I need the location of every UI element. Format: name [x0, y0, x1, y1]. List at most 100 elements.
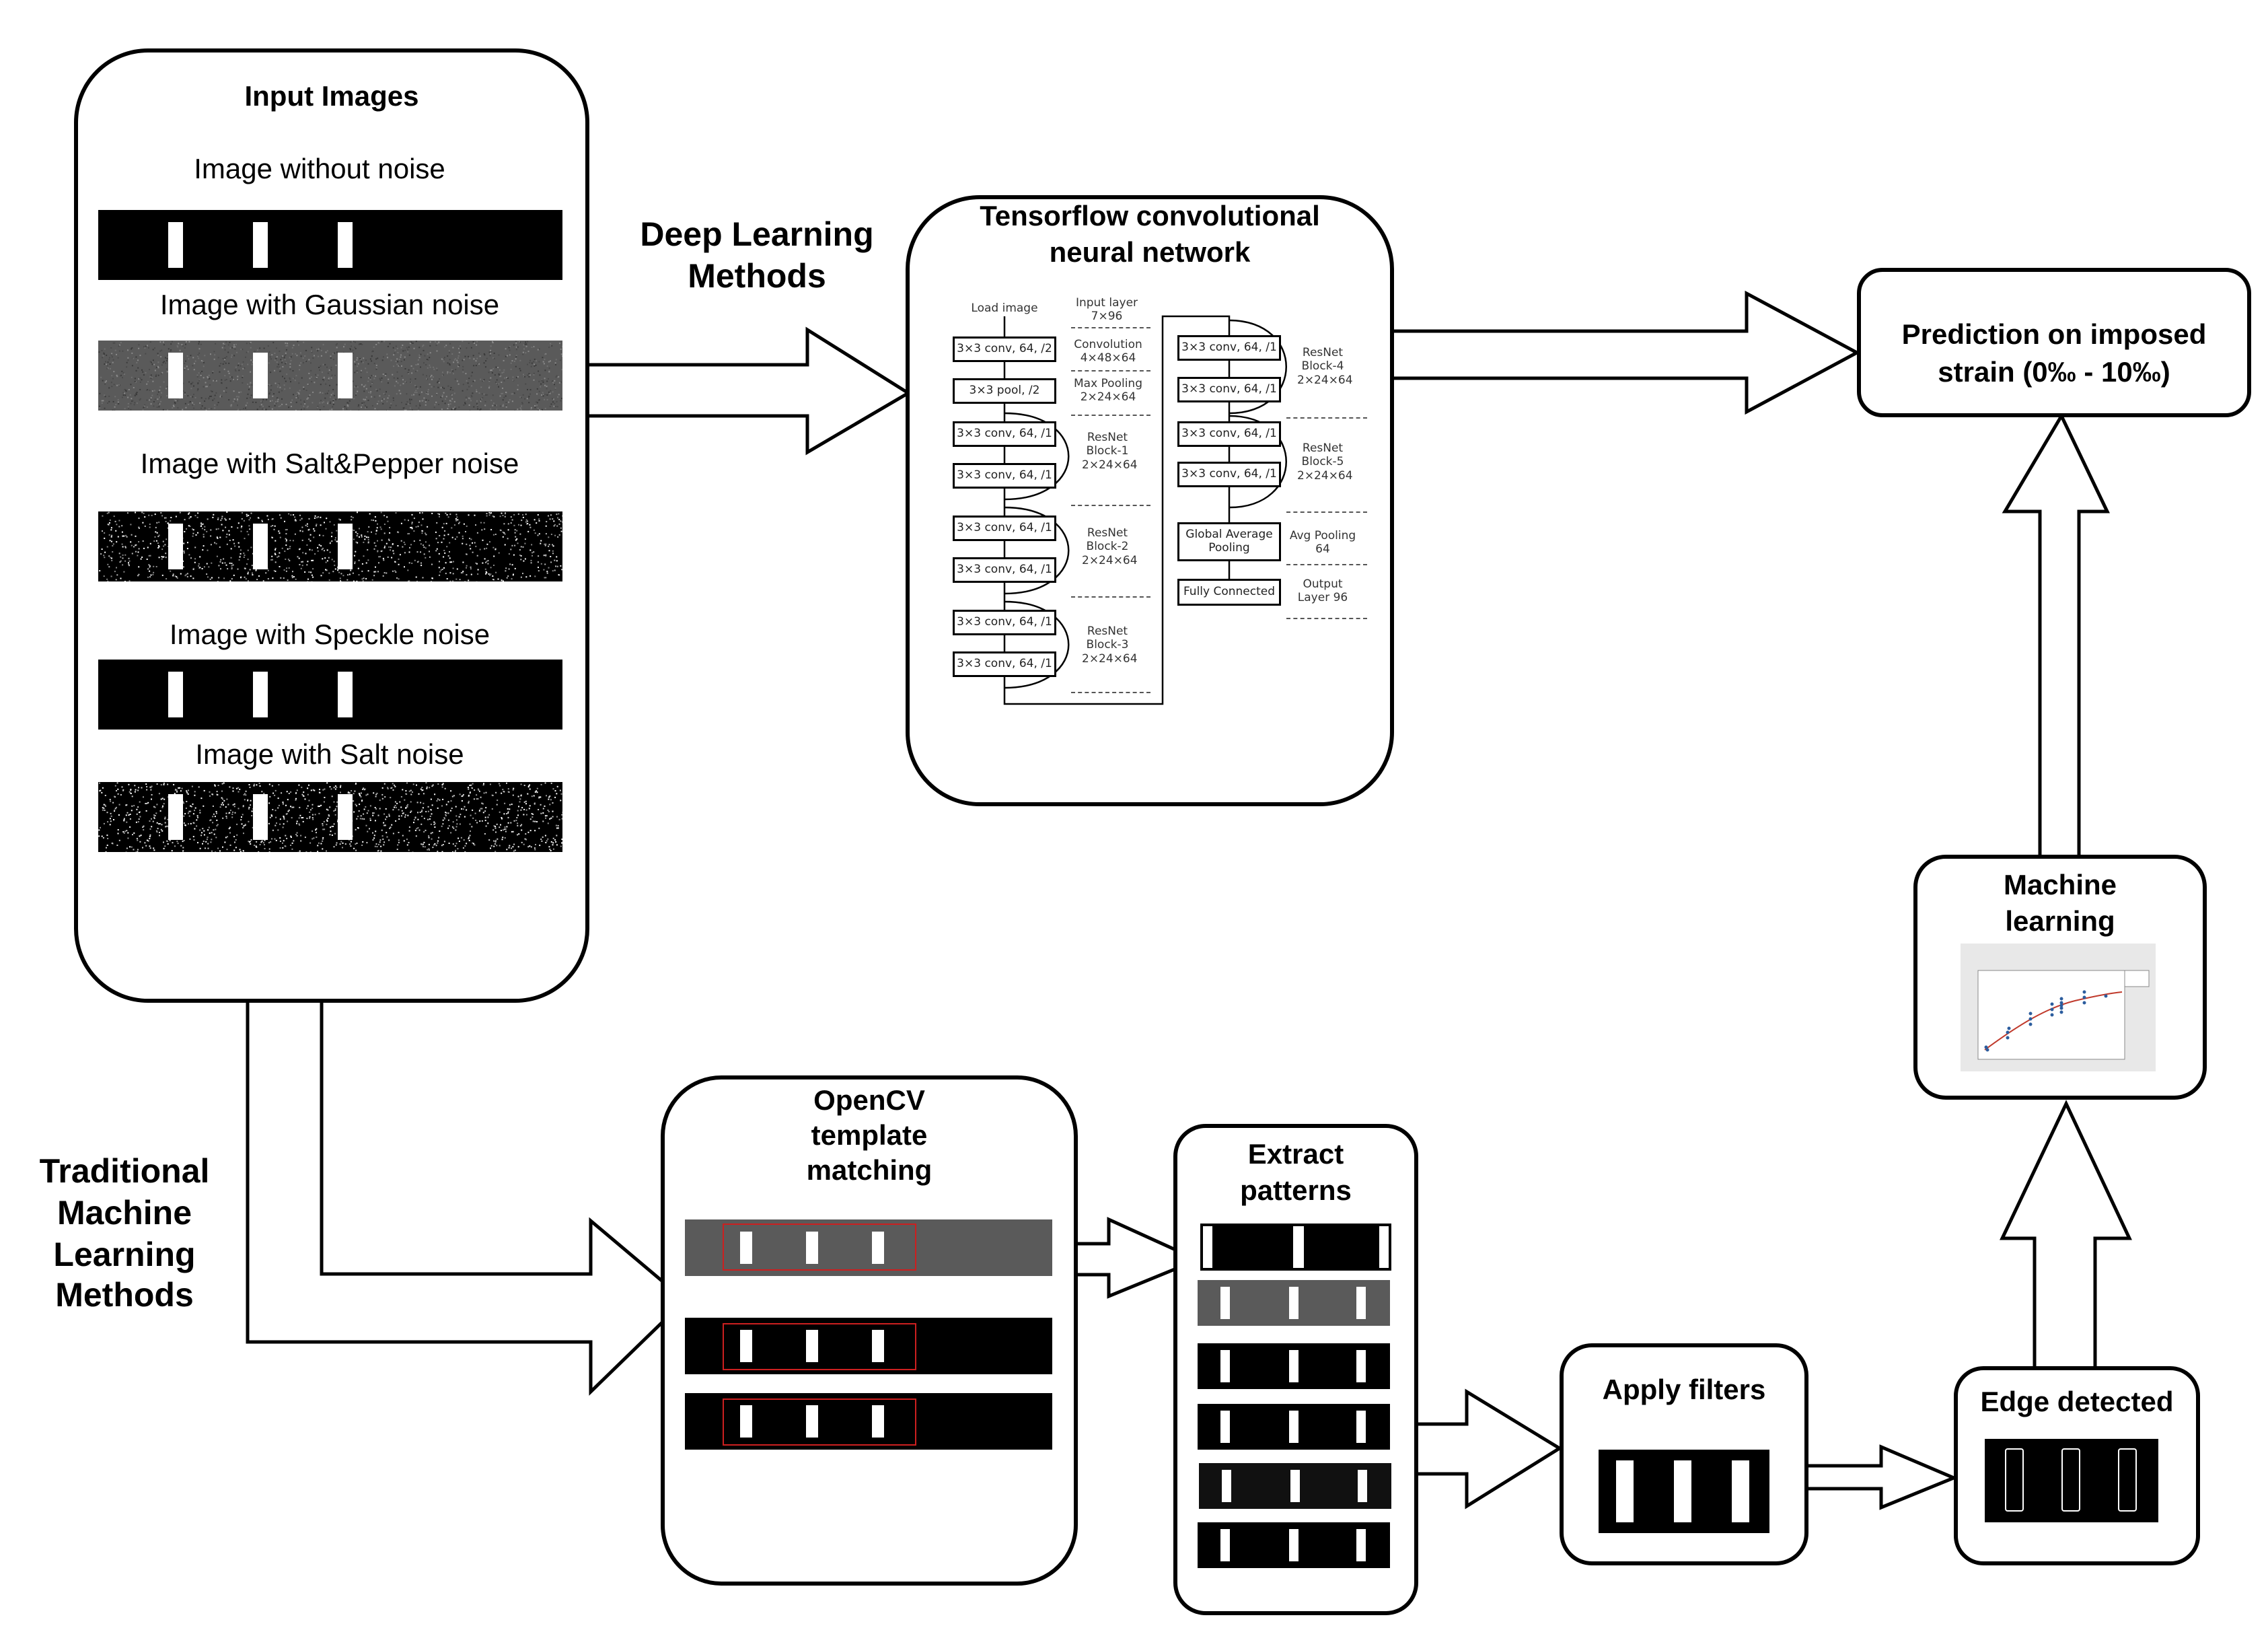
noise-dot [492, 367, 495, 369]
noise-dot [372, 812, 374, 814]
noise-dot [462, 572, 464, 573]
noise-dot [398, 359, 400, 361]
noise-dot [225, 341, 227, 343]
noise-dot [474, 812, 476, 814]
noise-dot [372, 839, 374, 841]
noise-dot [291, 347, 293, 349]
noise-dot [412, 343, 414, 344]
noise-dot [122, 564, 124, 566]
noise-dot [102, 530, 103, 532]
noise-dot [256, 841, 258, 843]
noise-dot [353, 538, 355, 540]
noise-dot [267, 345, 269, 347]
noise-dot [436, 548, 438, 550]
noise-dot [146, 399, 148, 401]
pattern-bar [872, 1232, 884, 1264]
noise-dot [279, 837, 281, 839]
noise-dot [330, 357, 332, 359]
noise-dot [193, 407, 195, 409]
noise-dot [166, 825, 168, 827]
noise-dot [163, 344, 165, 346]
noise-dot [490, 512, 491, 514]
noise-dot [445, 522, 447, 524]
noise-dot [308, 800, 310, 802]
noise-dot [333, 787, 335, 789]
noise-dot [161, 392, 163, 394]
noise-dot [201, 405, 203, 407]
noise-dot [441, 784, 443, 786]
noise-dot [233, 344, 235, 346]
noise-dot [501, 818, 503, 820]
noise-dot [113, 819, 114, 820]
noise-dot [184, 369, 186, 371]
noise-dot [163, 798, 166, 800]
noise-dot [517, 846, 519, 848]
noise-dot [161, 798, 163, 800]
noise-dot [223, 804, 224, 806]
noise-dot [344, 406, 346, 408]
noise-dot [221, 790, 223, 792]
noise-dot [544, 369, 546, 371]
noise-dot [182, 409, 184, 411]
noise-dot [199, 812, 201, 814]
noise-dot [544, 577, 546, 579]
noise-dot [142, 847, 143, 849]
noise-dot [524, 398, 526, 400]
noise-dot [339, 398, 341, 400]
noise-dot [134, 402, 136, 404]
noise-dot [284, 378, 285, 380]
noise-dot [455, 369, 457, 371]
noise-dot [470, 538, 472, 540]
noise-dot [307, 526, 308, 527]
noise-dot [517, 376, 519, 378]
noise-dot [344, 843, 346, 845]
noise-dot [147, 546, 149, 548]
noise-dot [347, 791, 349, 793]
noise-dot [448, 405, 450, 407]
noise-dot [501, 839, 503, 841]
noise-dot [213, 351, 215, 353]
noise-dot [221, 518, 223, 520]
noise-dot [142, 540, 144, 542]
noise-dot [358, 574, 360, 576]
noise-dot [349, 843, 351, 845]
noise-dot [458, 351, 460, 353]
noise-dot [418, 394, 420, 396]
noise-dot [199, 847, 201, 849]
noise-dot [515, 355, 517, 357]
noise-dot [347, 405, 349, 407]
noise-dot [480, 808, 482, 810]
noise-dot [293, 806, 295, 808]
noise-dot [190, 575, 192, 577]
noise-dot [122, 535, 124, 537]
noise-dot [544, 543, 546, 545]
noise-dot [473, 365, 475, 367]
noise-dot [164, 818, 166, 820]
noise-dot [409, 402, 411, 404]
noise-dot [401, 402, 402, 404]
noise-dot [174, 789, 176, 791]
noise-dot [517, 346, 519, 348]
noise-dot [558, 523, 560, 525]
noise-dot [387, 357, 388, 359]
noise-dot [147, 389, 149, 391]
noise-dot [400, 796, 402, 798]
noise-dot [401, 815, 402, 817]
noise-dot [331, 795, 333, 798]
noise-dot [506, 813, 508, 815]
noise-dot [159, 350, 161, 352]
noise-dot [223, 558, 225, 560]
noise-dot [425, 541, 427, 543]
noise-dot [493, 840, 495, 842]
noise-dot [325, 383, 327, 385]
noise-dot [478, 392, 480, 394]
noise-dot [486, 572, 488, 574]
noise-dot [362, 580, 364, 581]
noise-dot [173, 405, 175, 407]
noise-dot [237, 396, 240, 398]
noise-dot [225, 519, 227, 521]
noise-dot [231, 816, 233, 818]
noise-dot [425, 399, 427, 401]
noise-dot [503, 813, 505, 815]
noise-dot [139, 388, 141, 390]
